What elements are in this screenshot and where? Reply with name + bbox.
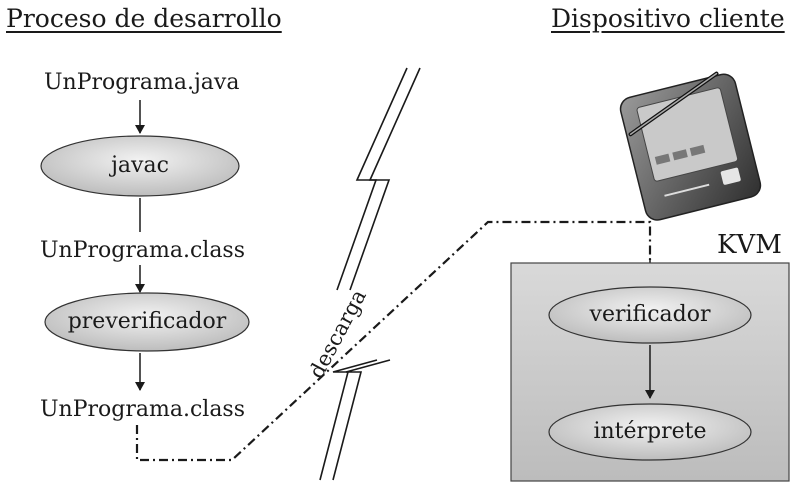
client-device-heading: Dispositivo cliente	[551, 4, 785, 33]
download-path	[135, 220, 652, 462]
network-break-lower-2	[332, 359, 391, 481]
interpreter-oval	[548, 403, 752, 461]
network-break-upper-2	[349, 67, 421, 291]
pda-handheld-icon	[619, 71, 762, 221]
verifier-oval	[548, 286, 752, 344]
network-break-lower	[319, 359, 378, 481]
kvm-label: KVM	[717, 230, 782, 260]
javac-label: javac	[111, 153, 169, 178]
verifier-label: verificador	[589, 302, 711, 327]
class-file-label-2: UnPrograma.class	[40, 397, 246, 422]
development-process-heading: Proceso de desarrollo	[6, 4, 282, 33]
source-file-label: UnPrograma.java	[44, 70, 240, 95]
network-break-upper	[336, 67, 408, 291]
preverifier-label: preverificador	[67, 309, 227, 334]
preverifier-oval	[44, 292, 250, 352]
javac-oval	[40, 135, 240, 197]
interpreter-label: intérprete	[593, 419, 707, 444]
class-file-label-1: UnPrograma.class	[40, 238, 246, 263]
